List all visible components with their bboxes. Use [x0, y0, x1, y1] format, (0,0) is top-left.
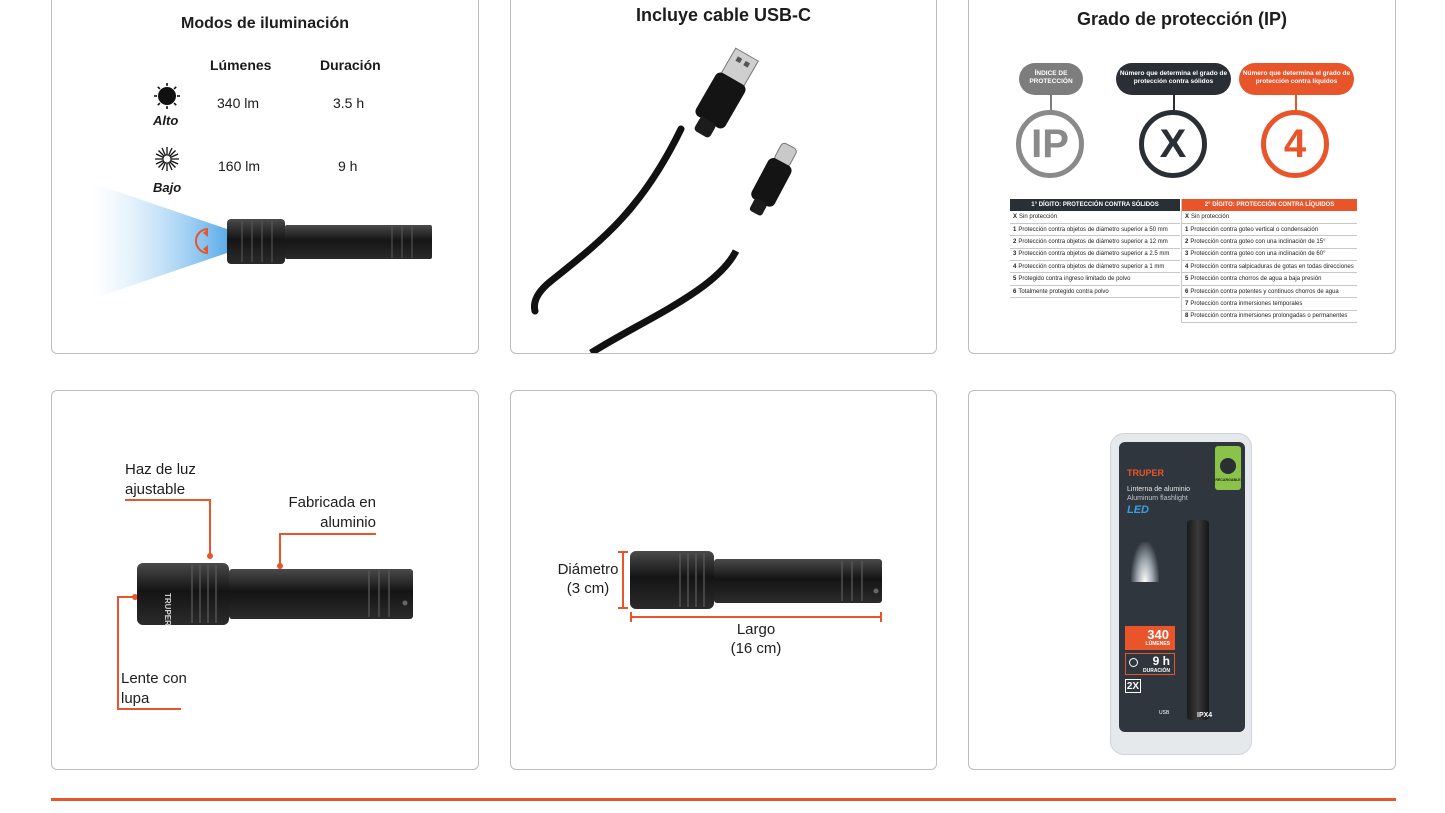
mode-low-lumens: 160 lm — [218, 158, 261, 174]
mode-low-duration: 9 h — [338, 158, 358, 174]
duration-box: 9 h DURACIÓN — [1125, 653, 1175, 675]
lighting-title: Modos de iluminación — [180, 15, 349, 32]
clock-icon — [1129, 658, 1138, 667]
package-name-en: Aluminum flashlight — [1127, 495, 1188, 502]
flashlight-beam-illustration — [92, 183, 432, 299]
body-callout: Fabricada en aluminio — [288, 494, 376, 531]
ip-liquids-pill: Número que determina el grado de protecc… — [1239, 63, 1354, 95]
duration-header: Duración — [320, 57, 381, 73]
rechargeable-badge: RECARGABLE — [1215, 478, 1241, 482]
package-lumens: 340 — [1147, 627, 1169, 642]
callout-line — [279, 533, 376, 535]
callout-dot — [132, 594, 138, 600]
length-measure-cap — [630, 612, 632, 622]
rechargeable-badge-box: RECARGABLE — [1215, 446, 1241, 490]
usb-c-cable-illustration — [531, 47, 797, 353]
lumens-box: 340 LÚMENES — [1125, 626, 1175, 650]
features-panel: Haz de luz ajustable Fabricada en alumin… — [51, 390, 479, 770]
mode-high-duration: 3.5 h — [333, 95, 365, 111]
package-duration: 9 h — [1152, 654, 1170, 668]
callout-line — [125, 499, 211, 501]
package-lumens-label: LÚMENES — [1145, 641, 1170, 647]
package-ipx: IPX4 — [1197, 712, 1213, 719]
ip-connector — [1050, 95, 1052, 110]
ip-title: Grado de protección (IP) — [1076, 9, 1288, 29]
sun-filled-icon — [154, 83, 180, 109]
ip-circle: IP — [1016, 110, 1084, 178]
callout-line — [117, 596, 134, 598]
length-measure-line — [630, 616, 882, 618]
diameter-measure-cap — [618, 551, 628, 553]
diameter-label: Diámetro — [557, 561, 619, 578]
mode-high-lumens: 340 lm — [217, 95, 260, 111]
mode-high-label: Alto — [153, 113, 179, 128]
callout-line — [117, 708, 181, 710]
package-led: LED — [1127, 504, 1149, 516]
package-modes: 2X — [1125, 679, 1141, 693]
usb-title: Incluye cable USB-C — [635, 5, 812, 25]
diameter-measure-line — [622, 551, 624, 609]
diameter-measure-cap — [618, 607, 628, 609]
x-circle: X — [1139, 110, 1207, 178]
four-circle: 4 — [1261, 110, 1329, 178]
ip-connector — [1173, 95, 1175, 110]
package-card: TRUPER RECARGABLE Linterna de aluminio A… — [1119, 442, 1245, 732]
flashlight-brand: TRUPER — [163, 593, 172, 626]
ip-protection-panel: Grado de protección (IP) ÍNDICE DE PROTE… — [968, 0, 1396, 354]
package-panel: TRUPER RECARGABLE Linterna de aluminio A… — [968, 390, 1396, 770]
length-value: (16 cm) — [730, 640, 782, 657]
usb-cable-panel: Incluye cable USB-C — [510, 0, 937, 354]
package-name-es: Linterna de aluminio — [1127, 486, 1191, 493]
packaged-flashlight — [1187, 520, 1209, 720]
callout-line — [279, 533, 281, 565]
length-label: Largo — [736, 621, 776, 638]
ip-solids-pill: Número que determina el grado de protecc… — [1116, 63, 1231, 95]
length-measure-cap — [880, 612, 882, 622]
light-cone-icon — [1131, 542, 1159, 582]
package-usb: USB — [1159, 710, 1170, 716]
package-duration-label: DURACIÓN — [1143, 668, 1170, 674]
package-brand: TRUPER — [1127, 468, 1165, 478]
dimensions-panel: Diámetro (3 cm) Largo (16 cm) — [510, 390, 937, 770]
callout-dot — [207, 553, 213, 559]
ip-connector — [1295, 95, 1297, 110]
liquids-table-header: 2° DÍGITO: PROTECCIÓN CONTRA LÍQUIDOS — [1181, 199, 1357, 211]
callout-dot — [277, 563, 283, 569]
mode-low-label: Bajo — [153, 180, 182, 195]
callout-line — [209, 499, 211, 555]
flashlight-dimension-illustration — [630, 551, 882, 609]
flashlight-side-illustration: TRUPER — [137, 563, 413, 626]
bottom-accent-line — [51, 798, 1396, 801]
callout-line — [117, 596, 119, 710]
lens-callout: Lente con lupa — [121, 670, 187, 707]
solids-table-header: 1° DÍGITO: PROTECCIÓN CONTRA SÓLIDOS — [1010, 199, 1180, 211]
blister-pack: TRUPER RECARGABLE Linterna de aluminio A… — [1110, 433, 1252, 755]
sun-outline-icon — [155, 147, 179, 171]
beam-callout: Haz de luz ajustable — [125, 461, 196, 498]
lighting-modes-panel: Modos de iluminación Lúmenes Duración Al… — [51, 0, 479, 354]
lumens-header: Lúmenes — [210, 57, 272, 73]
ip-index-pill: ÍNDICE DE PROTECCIÓN — [1019, 63, 1083, 95]
diameter-value: (3 cm) — [566, 580, 610, 597]
battery-icon — [1220, 458, 1236, 474]
